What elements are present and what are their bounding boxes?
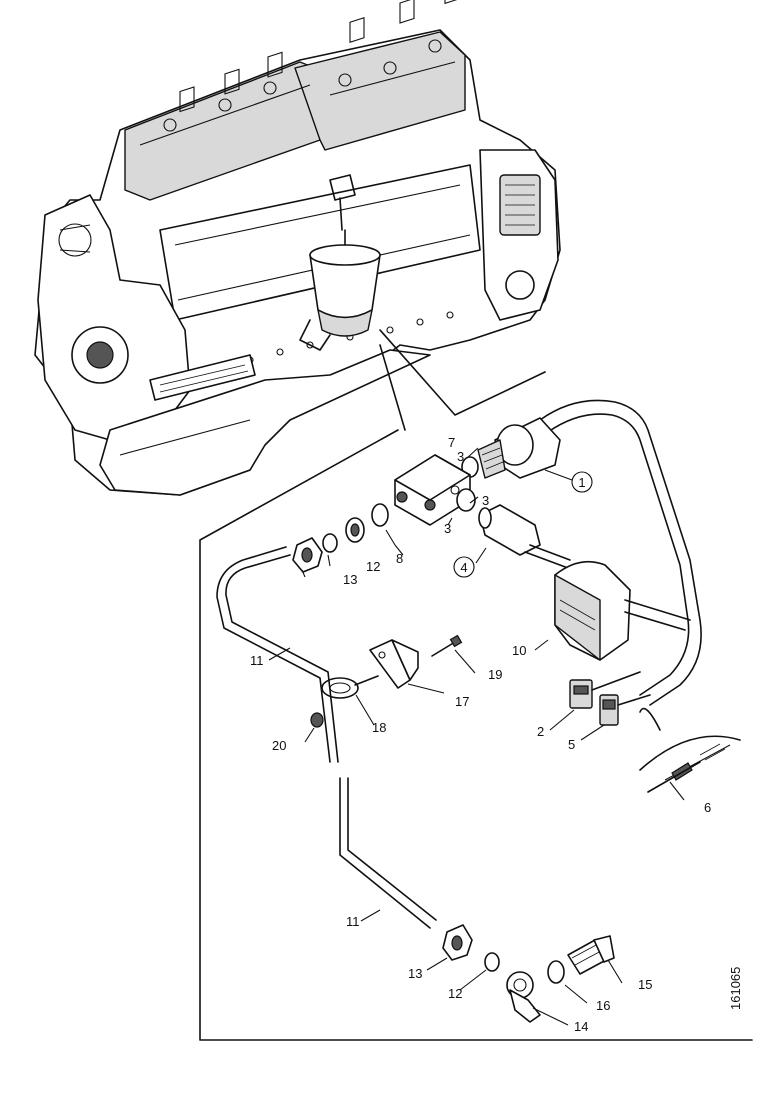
engine-fuel-filter: [299, 174, 381, 351]
callout-13-lower: 13: [408, 966, 422, 981]
callout-11-upper: 11: [250, 653, 264, 668]
detail-frame: [199, 429, 753, 1041]
pipe-11-upper: [225, 554, 339, 763]
part-16-washer: [547, 960, 565, 984]
callout-16: 16: [596, 998, 610, 1013]
part-10-housing: [554, 560, 691, 661]
part-20-nut: [310, 712, 324, 728]
part-6-detail: [639, 707, 741, 793]
callout-12-upper: 12: [366, 559, 380, 574]
part-14-banjo: [506, 971, 541, 1023]
callout-13-upper: 13: [343, 572, 357, 587]
engine-illustration: [34, 0, 561, 496]
callout-3c: 3: [444, 521, 451, 536]
callout-12-lower: 12: [448, 986, 462, 1001]
callout-18: 18: [372, 720, 386, 735]
part-15-bolt: [567, 935, 615, 975]
callout-10: 10: [512, 643, 526, 658]
parts-group: [216, 399, 741, 1023]
fuel-hose: [539, 399, 702, 706]
callout-14: 14: [574, 1019, 588, 1034]
callout-19: 19: [488, 667, 502, 682]
lower-fittings: [442, 924, 500, 972]
callout-1: 1: [578, 475, 585, 490]
callout-20: 20: [272, 738, 286, 753]
callout-2: 2: [537, 724, 544, 739]
part-19-bolt: [431, 634, 463, 657]
part-17-bracket: [369, 639, 419, 689]
callout-3b: 3: [482, 493, 489, 508]
small-fittings: [292, 488, 476, 573]
pipe-11-lower: [339, 777, 431, 929]
callout-labels: 1 2 3 3 3 4 5 6 7 8 10 11 11 12 12 13 13…: [250, 435, 743, 1034]
callout-3a: 3: [457, 449, 464, 464]
connectors: [569, 671, 651, 726]
callout-6: 6: [704, 800, 711, 815]
callout-4: 4: [460, 560, 467, 575]
callout-8: 8: [396, 551, 403, 566]
callout-7: 7: [448, 435, 455, 450]
drawing-number: 161065: [728, 967, 743, 1010]
part-4-element: [478, 504, 571, 569]
part-1-valve: [461, 417, 561, 479]
callout-5: 5: [568, 737, 575, 752]
callout-15: 15: [638, 977, 652, 992]
callout-17: 17: [455, 694, 469, 709]
callout-circle-4: [453, 556, 475, 578]
part-7-block: [394, 454, 471, 526]
callout-11-lower: 11: [346, 914, 360, 929]
leader-lines: [268, 447, 685, 1026]
callout-circle-1: [571, 471, 593, 493]
